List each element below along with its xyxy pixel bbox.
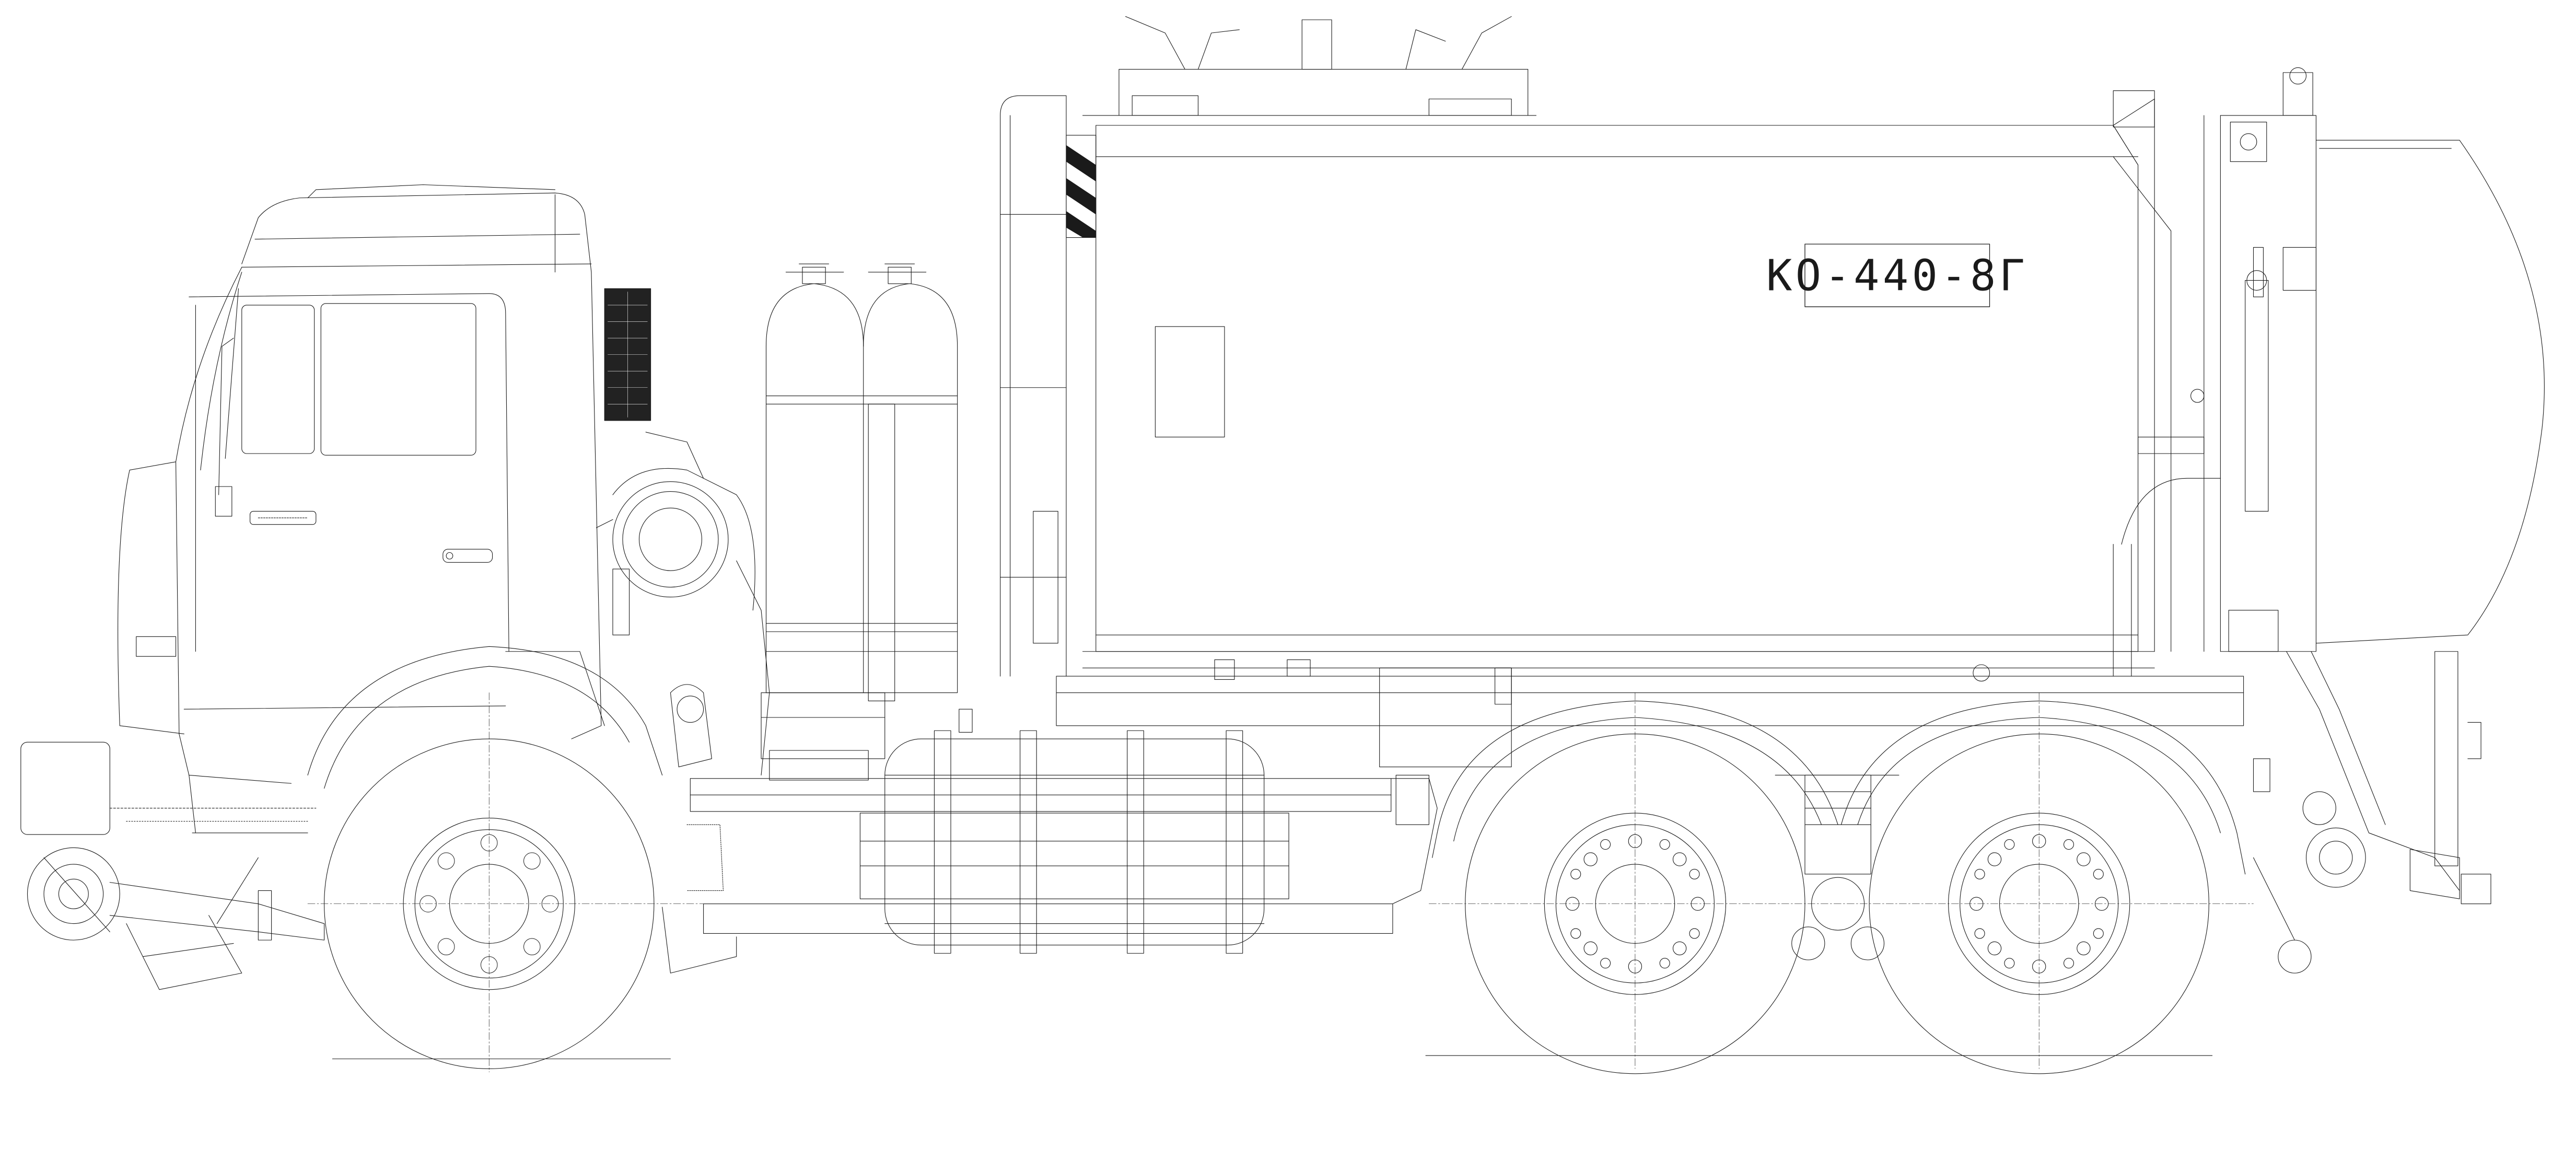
model-plate-label: КО-440-8Г [1766,251,2028,301]
front-wheel [324,739,654,1069]
cab-grille-block [604,288,650,421]
front-tow-assembly [27,848,324,989]
rear-fenders [1432,701,2245,874]
gas-cylinders [766,264,958,701]
misc-fittings [613,511,1990,825]
rear-wheel-2 [1869,734,2209,1074]
chassis-frame [662,685,1437,973]
rear-tow-assembly [2254,652,2491,973]
air-filter [596,432,769,775]
refuse-body [1000,17,2545,767]
rear-suspension [1775,775,1899,960]
rear-wheel-1 [1465,734,1805,1074]
cab [110,185,662,833]
bumper-lamp [21,742,110,834]
ground-lines [308,693,2253,1072]
model-plate: КО-440-8Г [1766,244,2028,307]
